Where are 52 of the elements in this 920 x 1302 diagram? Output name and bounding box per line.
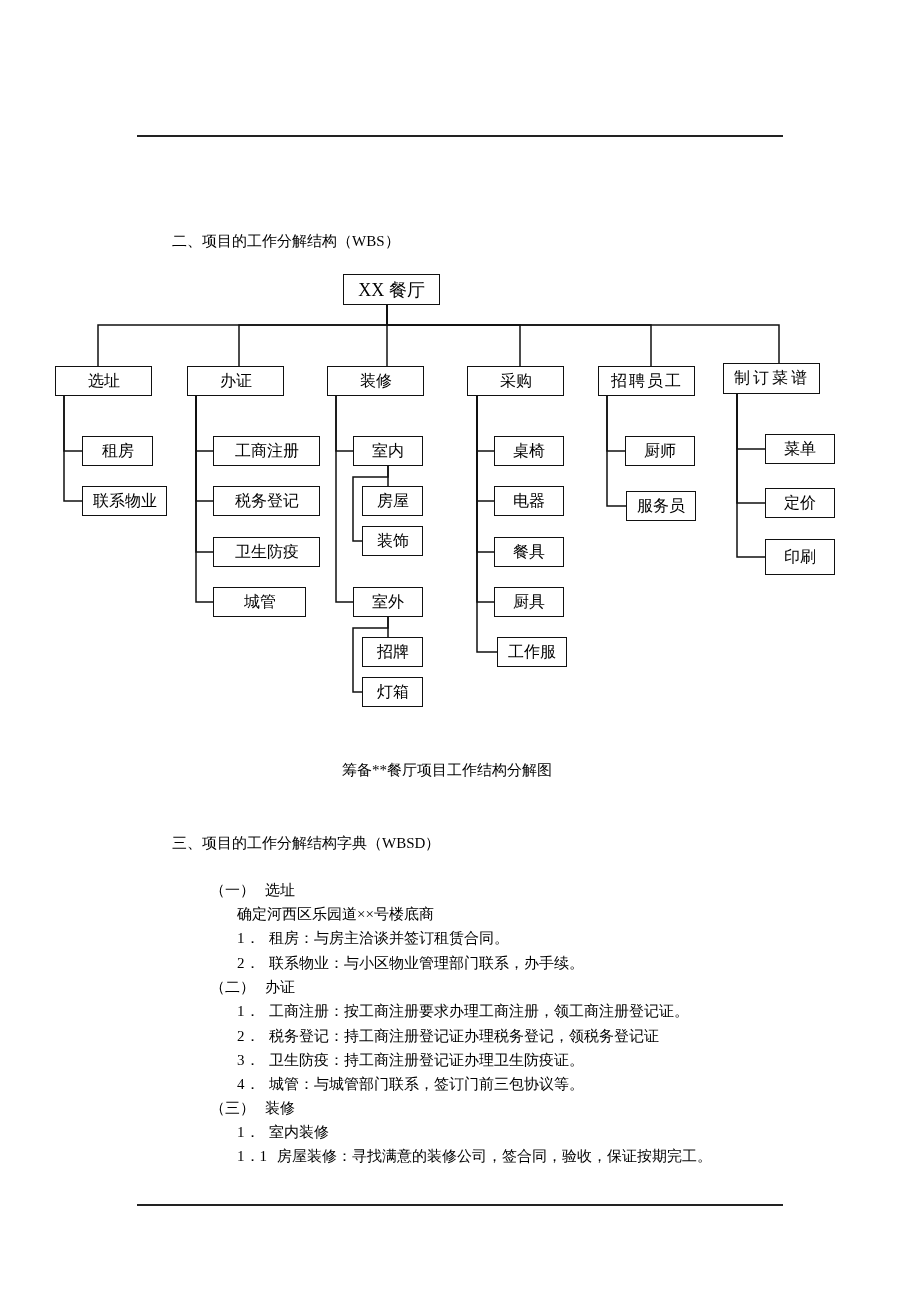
connector-line (606, 395, 627, 507)
task-box: 电器 (494, 486, 564, 516)
task-box: 装修 (327, 366, 424, 396)
task-box: 厨具 (494, 587, 564, 617)
task-box: 招聘员工 (598, 366, 695, 396)
task-box: 印刷 (765, 539, 835, 575)
list-item: 1． 工商注册：按工商注册要求办理工商注册，领工商注册登记证。 (237, 1002, 690, 1021)
list-item: 1．1 房屋装修：寻找满意的装修公司，签合同，验收，保证按期完工。 (237, 1147, 712, 1166)
task-box: 招牌 (362, 637, 423, 667)
connector-line (476, 395, 498, 653)
list-item: 2． 联系物业：与小区物业管理部门联系，办手续。 (237, 954, 585, 973)
task-box: 联系物业 (82, 486, 167, 516)
section-heading: 二、项目的工作分解结构（WBS） (172, 232, 400, 251)
list-heading: （二） 办证 (210, 978, 295, 997)
figure-caption: 筹备**餐厅项目工作结构分解图 (341, 761, 553, 780)
task-box: 餐具 (494, 537, 564, 567)
task-box: 厨师 (625, 436, 695, 466)
task-box: 房屋 (362, 486, 423, 516)
connector-line (352, 465, 389, 542)
task-box: 定价 (765, 488, 835, 518)
list-item: 2． 税务登记：持工商注册登记证办理税务登记，领税务登记证 (237, 1027, 660, 1046)
list-item: 3． 卫生防疫：持工商注册登记证办理卫生防疫证。 (237, 1051, 585, 1070)
task-box: 选址 (55, 366, 152, 396)
task-box: 桌椅 (494, 436, 564, 466)
task-box: 室外 (353, 587, 423, 617)
task-box: 灯箱 (362, 677, 423, 707)
task-box: 服务员 (626, 491, 696, 521)
task-box: 制订菜谱 (723, 363, 820, 394)
list-heading: （一） 选址 (210, 881, 295, 900)
task-box: 菜单 (765, 434, 835, 464)
root-box: XX 餐厅 (343, 274, 440, 305)
connector-line (352, 616, 389, 693)
connector-line (63, 395, 83, 502)
task-box: 卫生防疫 (213, 537, 320, 567)
section-heading: 三、项目的工作分解结构字典（WBSD） (172, 834, 441, 853)
connector-line (736, 393, 766, 558)
task-box: 城管 (213, 587, 306, 617)
list-heading: （三） 装修 (210, 1099, 295, 1118)
paragraph-line: 确定河西区乐园道××号楼底商 (237, 905, 434, 924)
task-box: 办证 (187, 366, 284, 396)
connector-line (335, 395, 354, 603)
task-box: 装饰 (362, 526, 423, 556)
task-box: 租房 (82, 436, 153, 466)
list-item: 4． 城管：与城管部门联系，签订门前三包协议等。 (237, 1075, 585, 1094)
task-box: 室内 (353, 436, 423, 466)
task-box: 工作服 (497, 637, 567, 667)
task-box: 采购 (467, 366, 564, 396)
list-item: 1． 租房：与房主洽谈并签订租赁合同。 (237, 929, 510, 948)
task-box: 工商注册 (213, 436, 320, 466)
list-item: 1． 室内装修 (237, 1123, 330, 1142)
connector-line (195, 395, 214, 603)
task-box: 税务登记 (213, 486, 320, 516)
